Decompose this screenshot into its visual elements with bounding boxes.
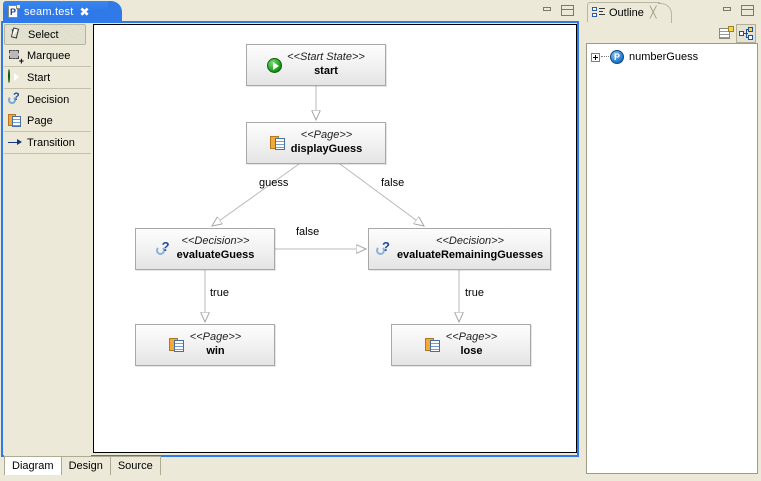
- outline-window-buttons: [722, 5, 754, 16]
- palette-item-label: Decision: [27, 93, 70, 106]
- palette-item-decision[interactable]: Decision: [4, 89, 91, 110]
- tree-item-label: numberGuess: [629, 51, 699, 63]
- page-icon: [8, 113, 23, 128]
- palette-item-label: Page: [27, 114, 53, 127]
- tab-design-label: Design: [68, 460, 103, 472]
- node-stereotype: <<Page>>: [189, 331, 242, 344]
- maximize-icon[interactable]: [741, 5, 754, 16]
- outline-tree[interactable]: numberGuess: [586, 43, 758, 474]
- node-stereotype: <<Page>>: [300, 129, 353, 142]
- node-name: evaluateRemainingGuesses: [396, 249, 544, 261]
- process-icon: [610, 50, 624, 64]
- marquee-icon: [8, 48, 24, 66]
- tree-icon: [739, 26, 753, 40]
- start-state-icon: [8, 69, 23, 85]
- palette: Select Marquee Start Decision Page: [4, 24, 91, 456]
- diagram-edge-display-to-evalr[interactable]: [339, 163, 424, 226]
- palette-item-transition[interactable]: Transition: [4, 132, 91, 153]
- overview-button[interactable]: [716, 24, 736, 43]
- diagram-node-win[interactable]: <<Page>>win: [135, 324, 275, 366]
- cursor-icon: [9, 27, 24, 42]
- edge-label-true-5: true: [465, 287, 484, 299]
- node-name: evaluateGuess: [176, 249, 255, 261]
- palette-item-start[interactable]: Start: [4, 67, 91, 88]
- close-icon[interactable]: ✖: [79, 4, 90, 19]
- diagram-node-evalr[interactable]: <<Decision>>evaluateRemainingGuesses: [368, 228, 551, 270]
- editor-tab-seam-test[interactable]: seam.test ✖: [3, 1, 122, 22]
- diagram-edge-display-to-evalg[interactable]: [212, 163, 300, 226]
- decision-icon: [155, 240, 172, 257]
- node-name: displayGuess: [290, 143, 363, 155]
- start-state-icon: [267, 57, 283, 73]
- diagram-canvas[interactable]: <<Start State>>start<<Page>>displayGuess…: [93, 24, 577, 453]
- palette-item-select[interactable]: Select: [4, 24, 86, 45]
- outline-view-panel: Outline ╳ numberGuess: [583, 0, 761, 481]
- diagram-node-display[interactable]: <<Page>>displayGuess: [246, 122, 386, 164]
- palette-item-label: Marquee: [27, 49, 71, 62]
- diagram-node-lose[interactable]: <<Page>>lose: [391, 324, 531, 366]
- palette-group-nodes: Decision Page: [4, 89, 91, 132]
- tab-design[interactable]: Design: [60, 456, 111, 475]
- node-stereotype: <<Decision>>: [436, 235, 504, 248]
- tab-diagram-label: Diagram: [12, 460, 54, 472]
- edge-label-guess-1: guess: [259, 177, 289, 189]
- transition-arrow-icon: [8, 135, 23, 150]
- maximize-icon[interactable]: [561, 5, 574, 16]
- outline-tab[interactable]: Outline ╳: [587, 2, 673, 23]
- node-name: start: [314, 65, 338, 77]
- expand-icon[interactable]: [591, 52, 600, 62]
- tab-diagram[interactable]: Diagram: [4, 456, 62, 475]
- editor-bottom-tabs: Diagram Design Source: [4, 456, 161, 477]
- node-name: win: [206, 345, 225, 357]
- minimize-icon[interactable]: [722, 5, 733, 14]
- page-icon: [269, 135, 286, 151]
- tab-source-label: Source: [117, 460, 153, 472]
- node-name: lose: [460, 345, 483, 357]
- page-icon: [168, 337, 185, 353]
- diagram-edges: [94, 86, 576, 452]
- palette-item-label: Transition: [27, 136, 75, 149]
- palette-item-marquee[interactable]: Marquee: [4, 45, 91, 66]
- editor-window-buttons: [542, 5, 574, 16]
- palette-item-page[interactable]: Page: [4, 110, 91, 131]
- edge-label-false-2: false: [381, 177, 405, 189]
- tab-curve: [658, 3, 673, 23]
- decision-icon: [375, 240, 392, 257]
- outline-toolbar: [583, 22, 761, 44]
- edge-label-true-4: true: [210, 287, 229, 299]
- diagram-editor-panel: seam.test ✖ Select Marquee Start: [0, 0, 582, 481]
- close-icon[interactable]: ╳: [649, 6, 657, 19]
- decision-icon: [8, 91, 23, 107]
- tree-connector: [601, 56, 609, 58]
- palette-item-label: Select: [28, 28, 59, 41]
- edge-label-false-3: false: [296, 226, 320, 238]
- minimize-icon[interactable]: [542, 5, 553, 14]
- process-file-icon: [8, 5, 20, 18]
- palette-group-tools: Select Marquee: [4, 24, 91, 67]
- outline-tab-label: Outline: [609, 6, 644, 19]
- tree-button[interactable]: [736, 23, 756, 43]
- node-stereotype: <<Page>>: [445, 331, 498, 344]
- page-icon: [424, 337, 441, 353]
- editor-tab-label: seam.test: [24, 5, 74, 18]
- tab-curve: [108, 1, 122, 22]
- palette-group-start: Start: [4, 67, 91, 89]
- editor-tab-row: seam.test ✖: [0, 0, 582, 22]
- palette-item-label: Start: [27, 71, 51, 84]
- palette-group-transition: Transition: [4, 132, 91, 154]
- overview-icon: [718, 26, 734, 40]
- tab-source[interactable]: Source: [109, 456, 161, 475]
- node-stereotype: <<Decision>>: [181, 235, 250, 248]
- outline-tab-row: Outline ╳: [583, 0, 761, 23]
- diagram-node-evalg[interactable]: <<Decision>>evaluateGuess: [135, 228, 275, 270]
- outline-icon: [592, 6, 605, 19]
- tree-item-numberguess[interactable]: numberGuess: [587, 48, 757, 66]
- diagram-node-start[interactable]: <<Start State>>start: [246, 44, 386, 86]
- node-stereotype: <<Start State>>: [287, 51, 365, 64]
